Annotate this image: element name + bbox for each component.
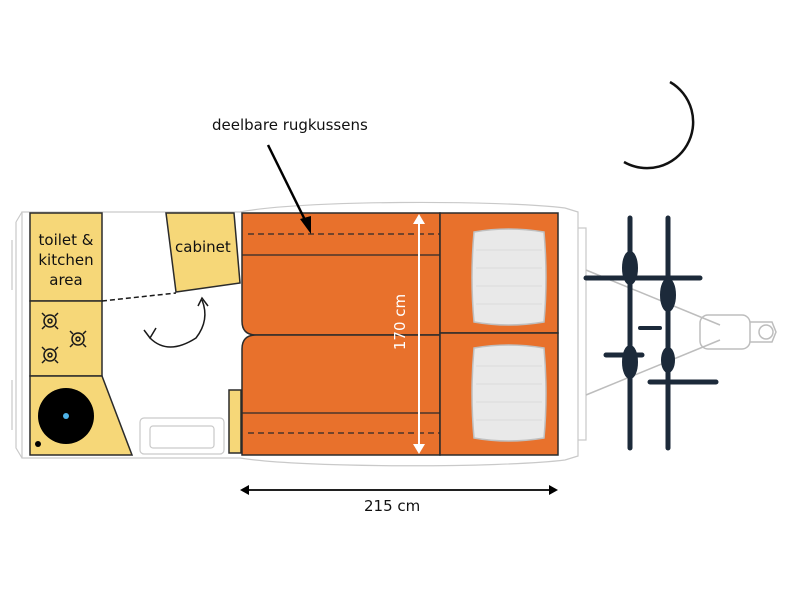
- length-dimension-label: 170 cm: [391, 293, 409, 351]
- tow-hitch-icon: [585, 269, 777, 396]
- toilet-kitchen-area: [29, 212, 103, 302]
- pillow-icon: [471, 228, 547, 442]
- toilet-kitchen-label: toilet & kitchen area: [30, 230, 102, 290]
- door-swing-icon: [101, 292, 209, 348]
- length-dimension: [413, 214, 425, 454]
- width-dimension-label: 215 cm: [364, 497, 421, 515]
- burner-icon: [41, 312, 87, 364]
- caravan-hull: [11, 201, 587, 467]
- cabinet-unit: [165, 212, 241, 293]
- kitchen-counter: [29, 300, 103, 377]
- cabinet-label: cabinet: [175, 238, 231, 256]
- toilet-kitchen-label-line2: kitchen: [38, 251, 94, 269]
- width-dimension: [240, 485, 558, 495]
- annotation-arrow: [266, 144, 311, 234]
- toilet-icon: [35, 388, 94, 447]
- toilet-kitchen-label-line3: area: [49, 271, 83, 289]
- toilet-kitchen-label-line1: toilet &: [38, 231, 94, 249]
- bicycle-icon: [583, 215, 719, 451]
- side-shelf: [228, 389, 242, 454]
- annotation-label: deelbare rugkussens: [212, 116, 368, 134]
- moon-icon: [623, 80, 695, 170]
